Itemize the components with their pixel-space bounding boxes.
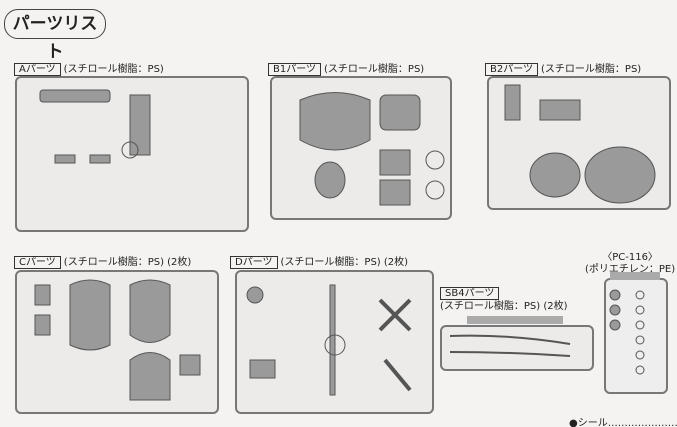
runner-sb4-tab (467, 316, 563, 324)
section-header-sb4: SB4パーツ(スチロール樹脂：PS) (2枚) (440, 287, 568, 313)
section-header-c: Cパーツ(スチロール樹脂：PS) (2枚) (14, 253, 192, 269)
section-material: (スチロール樹脂：PS) (541, 64, 642, 75)
section-header-b1: B1パーツ(スチロール樹脂：PS) (268, 60, 425, 76)
part-a (89, 154, 111, 164)
part-b1 (379, 179, 411, 206)
pc-material: (ポリエチレン：PE) (585, 264, 676, 275)
part-b2 (504, 84, 521, 121)
part-c (179, 354, 201, 376)
part-c (34, 314, 51, 336)
section-label: Cパーツ (14, 256, 61, 269)
section-material: (スチロール樹脂：PS) (2枚) (280, 257, 409, 268)
part-b2 (584, 146, 656, 204)
part-pc (609, 289, 621, 301)
part-d (249, 359, 276, 379)
part-b1 (314, 161, 346, 199)
section-material: (スチロール樹脂：PS) (63, 64, 164, 75)
part-c (129, 279, 171, 343)
section-label: SB4パーツ (440, 287, 500, 300)
section-material: (スチロール樹脂：PS) (324, 64, 425, 75)
part-b2 (539, 99, 581, 121)
part-b1 (425, 180, 445, 200)
section-header-d: Dパーツ(スチロール樹脂：PS) (2枚) (230, 253, 409, 269)
runner-pc-tab (610, 272, 660, 280)
seal-label: ●シール (569, 418, 608, 427)
part-d (378, 298, 412, 392)
page-title: パーツリスト (4, 9, 106, 62)
part-a (54, 154, 76, 164)
part-d (329, 284, 336, 396)
section-label: Aパーツ (14, 63, 61, 76)
part-c (129, 352, 171, 401)
section-material: (スチロール樹脂：PS) (2枚) (440, 301, 568, 312)
section-header-a: Aパーツ(スチロール樹脂：PS) (14, 60, 164, 76)
section-label: B2パーツ (485, 63, 539, 76)
part-b1 (379, 94, 421, 131)
runner-c (15, 270, 219, 414)
section-material: (スチロール樹脂：PS) (2枚) (63, 257, 192, 268)
section-label: B1パーツ (268, 63, 322, 76)
part-b2 (529, 152, 581, 198)
part-d (324, 334, 346, 356)
part-a (39, 89, 111, 103)
part-c (34, 284, 51, 306)
part-b1 (425, 150, 445, 170)
section-label: Dパーツ (230, 256, 278, 269)
seal-leader: ………………… (607, 418, 677, 427)
part-a (129, 94, 151, 156)
part-b1 (299, 92, 371, 151)
seal-count: ●シール…………………1 (569, 414, 677, 427)
pc-header: 〈PC-116〉(ポリエチレン：PE) (585, 252, 675, 276)
runner-sb4 (440, 325, 594, 371)
pc-code: 〈PC-116〉 (602, 252, 658, 263)
part-d (246, 286, 264, 304)
part-b1 (379, 149, 411, 176)
part-a (121, 141, 139, 159)
part-c (69, 279, 111, 351)
section-header-b2: B2パーツ(スチロール樹脂：PS) (485, 60, 642, 76)
part-sb4 (449, 334, 571, 357)
